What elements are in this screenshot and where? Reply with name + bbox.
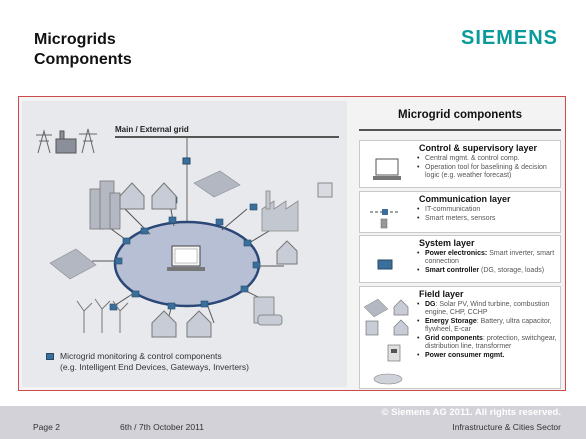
bullet-item: IT-communication <box>417 206 559 214</box>
bullet-item: DG: Solar PV, Wind turbine, combustion e… <box>417 301 559 317</box>
monitor-icon <box>373 158 401 180</box>
office-building-icon <box>89 180 121 230</box>
ev-icon <box>365 320 379 336</box>
legend-line-1: Microgrid monitoring & control component… <box>60 351 222 361</box>
layer-bullets: IT-communication Smart meters, sensors <box>417 206 559 224</box>
bullet-item: Smart meters, sensors <box>417 215 559 223</box>
footer-bar: © Siemens AG 2011. All rights reserved. … <box>0 406 586 439</box>
inverter-icon <box>377 259 393 270</box>
title-line-1: Microgrids <box>34 31 116 48</box>
copyright-text: © Siemens AG 2011. All rights reserved. <box>381 407 562 418</box>
house-small-icon <box>393 299 409 316</box>
main-grid-label: Main / External grid <box>115 125 189 134</box>
slide-title: Microgrids Components <box>34 30 132 70</box>
bullet-item: Smart controller (DG, storage, loads) <box>417 267 559 275</box>
consumer-icon <box>373 373 403 385</box>
page-number: Page 2 <box>33 422 60 432</box>
solar-icon <box>363 298 389 318</box>
siemens-logo: SIEMENS <box>461 27 559 49</box>
switchgear-icon <box>387 344 401 362</box>
solar-panel-icon <box>49 170 241 280</box>
communication-layer-box: Communication layer IT-communication Sma… <box>359 191 561 233</box>
bullet-item: Power electronics: Smart inverter, smart… <box>417 250 559 266</box>
factory-icon <box>261 190 299 232</box>
presentation-date: 6th / 7th October 2011 <box>120 422 204 432</box>
legend-swatch <box>46 353 54 360</box>
bullet-item: Energy Storage: Battery, ultra capacitor… <box>417 318 559 334</box>
house-small-icon <box>393 319 409 336</box>
layer-title: Field layer <box>419 289 464 299</box>
diagram-drawing <box>36 128 339 338</box>
legend-text: Microgrid monitoring & control component… <box>60 351 249 373</box>
control-layer-box: Control & supervisory layer Central mgmt… <box>359 140 561 188</box>
house-icon <box>119 182 298 338</box>
layer-bullets: Central mgmt. & control comp. Operation … <box>417 155 559 181</box>
system-layer-box: System layer Power electronics: Smart in… <box>359 235 561 283</box>
ev-charging-icon <box>253 296 283 326</box>
title-line-2: Components <box>34 51 132 68</box>
bullet-item: Operation tool for baselining & decision… <box>417 164 559 180</box>
layer-title: Communication layer <box>419 194 511 204</box>
bullet-item: Grid components: protection, switchgear,… <box>417 335 559 351</box>
bullet-item: Central mgmt. & control comp. <box>417 155 559 163</box>
power-plant-icon <box>36 128 97 154</box>
microgrid-diagram: Main / External grid Microgrid monitorin… <box>22 101 347 387</box>
layer-bullets: Power electronics: Smart inverter, smart… <box>417 250 559 276</box>
legend-line-2: (e.g. Intelligent End Devices, Gateways,… <box>60 362 249 372</box>
communication-icon <box>370 209 400 229</box>
field-layer-box: Field layer DG: Solar PV, Wind turbine, … <box>359 286 561 389</box>
layer-title: Control & supervisory layer <box>419 143 538 153</box>
control-monitor-icon <box>167 245 205 271</box>
substation-icon <box>317 182 333 198</box>
sector-name: Infrastructure & Cities Sector <box>452 422 561 432</box>
layer-bullets: DG: Solar PV, Wind turbine, combustion e… <box>417 301 559 361</box>
wind-turbine-icon <box>76 298 129 333</box>
bullet-item: Power consumer mgmt. <box>417 352 559 360</box>
panel-header: Microgrid components <box>359 101 561 131</box>
panel-title: Microgrid components <box>398 109 522 121</box>
field-icons <box>363 298 409 385</box>
layer-title: System layer <box>419 238 475 248</box>
